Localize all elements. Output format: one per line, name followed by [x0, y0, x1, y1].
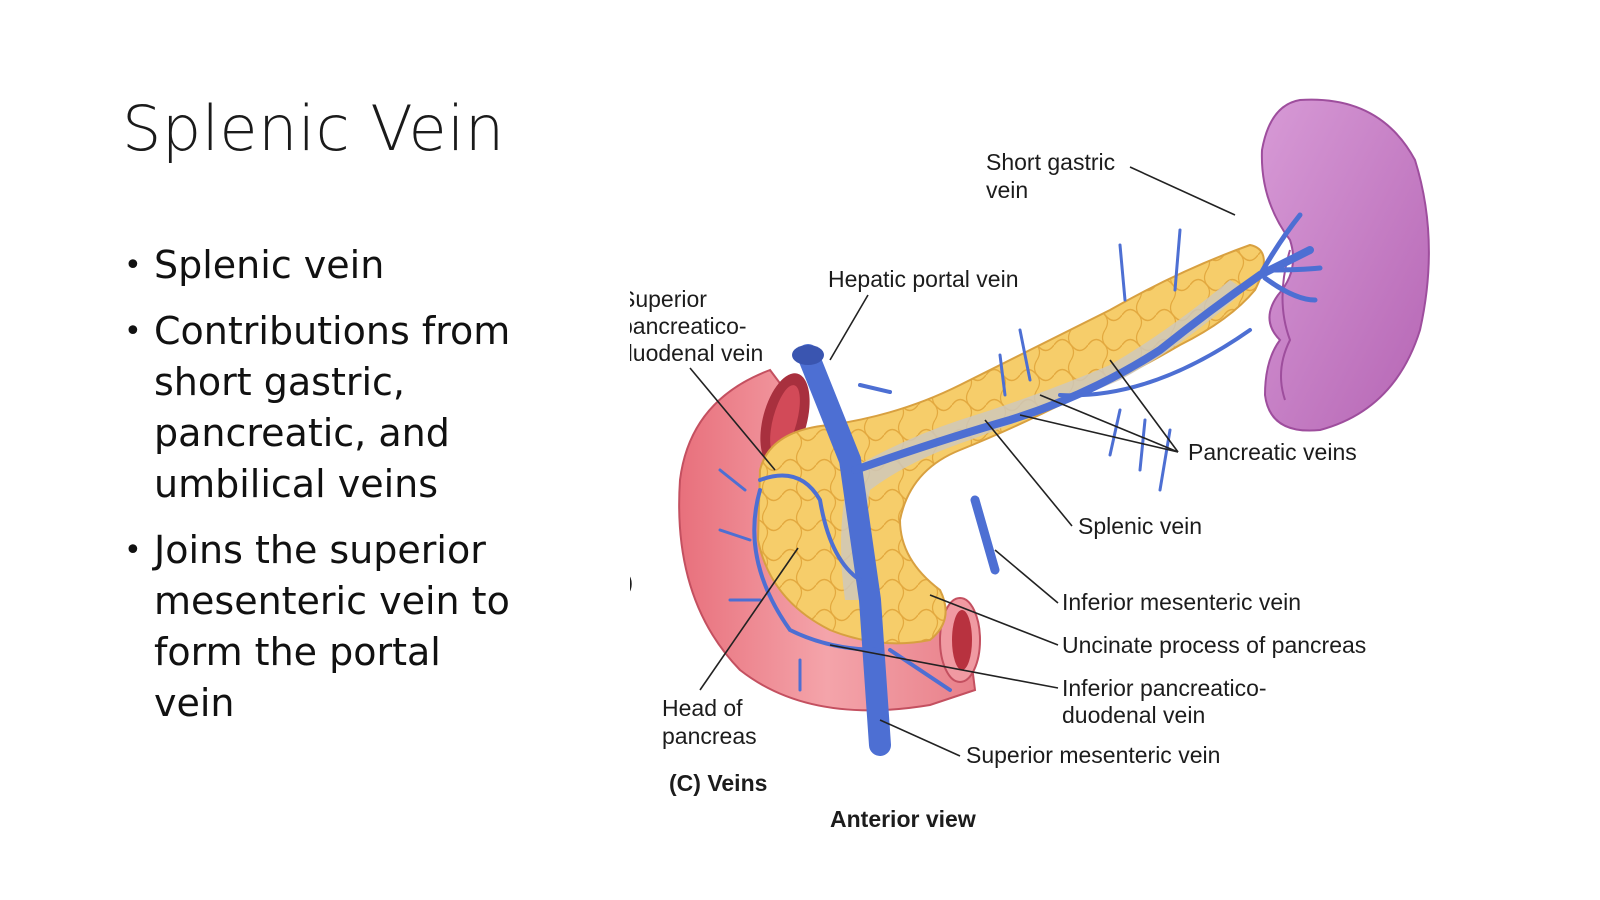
label-inf-pancreaticoduodenal-line1: Inferior pancreatico-	[1062, 675, 1267, 701]
bullet-dot-icon: •	[124, 533, 142, 568]
label-sup-pancreaticoduodenal-line1: Superior	[630, 286, 707, 312]
spleen	[1260, 98, 1430, 432]
label-splenic-vein: Splenic vein	[1078, 513, 1202, 539]
label-head-of-pancreas-line2: pancreas	[662, 723, 757, 749]
leader-lines	[689, 166, 1236, 757]
bullet-list: • Splenic vein • Contributions from short …	[124, 240, 524, 744]
label-short-gastric-line2: vein	[986, 177, 1028, 203]
bullet-text: Joins the superior mesenteric vein to fo…	[154, 528, 510, 725]
bullet-dot-icon: •	[124, 314, 142, 349]
bullet-item: • Contributions from short gastric, pancr…	[124, 306, 524, 510]
bullet-dot-icon: •	[124, 248, 142, 283]
bullet-text: Splenic vein	[154, 243, 385, 287]
figure-labels: Short gastric vein Hepatic portal vein S…	[630, 149, 1366, 832]
label-head-of-pancreas-line1: Head of	[662, 695, 743, 721]
label-panel-veins: (C) Veins	[669, 770, 767, 796]
label-anterior-view: Anterior view	[830, 806, 976, 832]
anatomy-figure: Short gastric vein Hepatic portal vein S…	[630, 95, 1470, 865]
bullet-text: Contributions from short gastric, pancre…	[154, 309, 511, 506]
label-hepatic-portal-vein: Hepatic portal vein	[828, 266, 1019, 292]
label-edge-fragment-1: s)	[630, 569, 633, 595]
label-pancreatic-veins: Pancreatic veins	[1188, 439, 1357, 465]
label-inferior-mesenteric-vein: Inferior mesenteric vein	[1062, 589, 1301, 615]
label-superior-mesenteric-vein: Superior mesenteric vein	[966, 742, 1220, 768]
label-sup-pancreaticoduodenal-line2: pancreatico-	[630, 313, 747, 339]
label-sup-pancreaticoduodenal-line3: duodenal vein	[630, 340, 763, 366]
slide-title: Splenic Vein	[122, 92, 505, 165]
vein-network	[718, 212, 1323, 756]
label-short-gastric-line1: Short gastric	[986, 149, 1115, 175]
label-inf-pancreaticoduodenal-line2: duodenal vein	[1062, 702, 1205, 728]
anatomy-illustration: Short gastric vein Hepatic portal vein S…	[630, 98, 1430, 832]
bullet-item: • Joins the superior mesenteric vein to f…	[124, 525, 524, 729]
label-uncinate-process: Uncinate process of pancreas	[1062, 632, 1366, 658]
bullet-item: • Splenic vein	[124, 240, 524, 291]
